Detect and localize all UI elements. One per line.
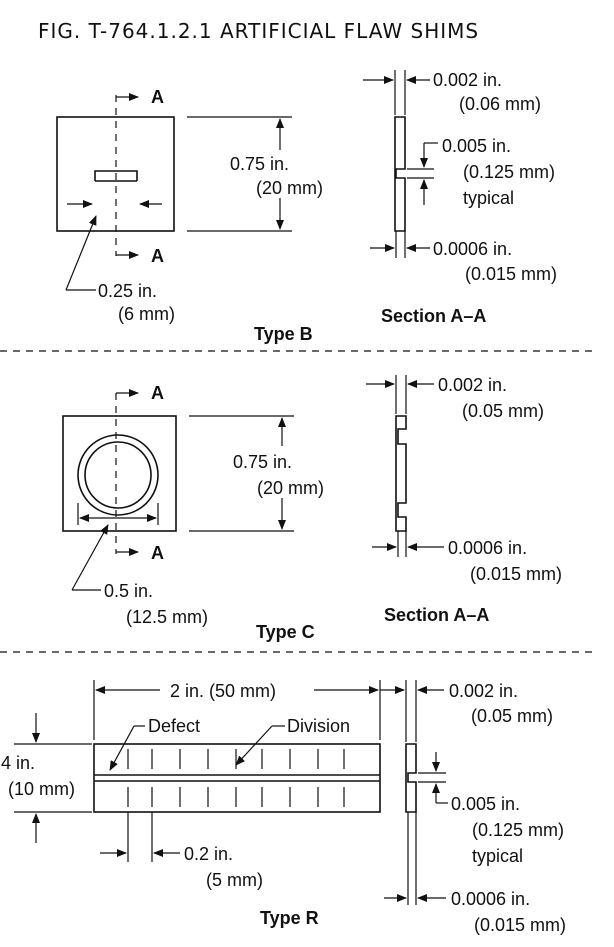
type-c-thickness-in: 0.002 in. [438,375,507,395]
type-b-width-mm: (6 mm) [118,304,175,324]
type-b-flaw-notch [94,170,138,182]
type-b-depth-mm: (0.125 mm) [463,162,555,182]
type-r-division-ticks [127,749,345,807]
type-r-depth-in: 0.005 in. [451,794,520,814]
type-b-remaining-in: 0.0006 in. [433,239,512,259]
type-c-diameter-mm: (12.5 mm) [126,607,208,627]
type-b-section-marker-top: A [151,87,164,107]
type-c-section-profile [395,415,407,532]
type-c-thickness-mm: (0.05 mm) [462,401,544,421]
type-c-section-label: Section A–A [384,605,489,625]
figure-title: FIG. T-764.1.2.1 ARTIFICIAL FLAW SHIMS [38,19,479,43]
type-c-caption: Type C [256,622,315,642]
type-c-height-in: 0.75 in. [233,452,292,472]
type-r-defect-label: Defect [148,716,200,736]
type-r-height-mm: (10 mm) [8,779,75,799]
type-r-depth-mm: (0.125 mm) [472,820,564,840]
type-c-panel: A A 0.5 in. (12.5 mm) 0.75 in. (20 mm) 0… [62,375,562,642]
type-b-section-marker-bottom: A [151,246,164,266]
type-c-remaining-in: 0.0006 in. [448,538,527,558]
type-r-spacing-in: 0.2 in. [184,844,233,864]
type-r-caption: Type R [260,908,319,928]
type-c-section-marker-bottom: A [151,543,164,563]
type-b-height-in: 0.75 in. [230,154,289,174]
type-r-panel: 2 in. (50 mm) Defect Division 0.4 in. [0,680,566,935]
type-r-remaining-mm: (0.015 mm) [474,915,566,935]
type-r-section-profile [405,743,417,813]
type-r-depth-note: typical [472,846,523,866]
type-b-depth-note: typical [463,188,514,208]
type-r-thickness-in: 0.002 in. [449,681,518,701]
type-c-shim-outline [62,415,177,532]
type-b-height-mm: (20 mm) [256,178,323,198]
type-b-width-in: 0.25 in. [98,281,157,301]
type-b-depth-in: 0.005 in. [442,136,511,156]
type-r-thickness-mm: (0.05 mm) [471,706,553,726]
type-b-section-profile [394,116,406,232]
type-r-spacing-mm: (5 mm) [206,870,263,890]
type-r-division-label: Division [287,716,350,736]
type-b-thickness-in: 0.002 in. [433,70,502,90]
type-b-caption: Type B [254,324,313,344]
type-b-section-label: Section A–A [381,306,486,326]
type-r-height-in: 0.4 in. [0,753,35,773]
type-r-remaining-in: 0.0006 in. [451,889,530,909]
type-c-remaining-mm: (0.015 mm) [470,564,562,584]
type-c-section-marker-top: A [151,383,164,403]
type-c-diameter-in: 0.5 in. [104,581,153,601]
type-c-flaw-ring-outer [77,434,159,516]
type-b-panel: A A 0.25 in. (6 mm) 0.75 in. (20 mm) 0.0… [56,70,557,344]
type-r-shim-outline [93,743,381,813]
type-c-height-mm: (20 mm) [257,478,324,498]
type-b-remaining-mm: (0.015 mm) [465,264,557,284]
type-c-flaw-ring-inner [84,441,152,509]
type-r-length-label: 2 in. (50 mm) [170,681,276,701]
type-b-thickness-mm: (0.06 mm) [459,94,541,114]
